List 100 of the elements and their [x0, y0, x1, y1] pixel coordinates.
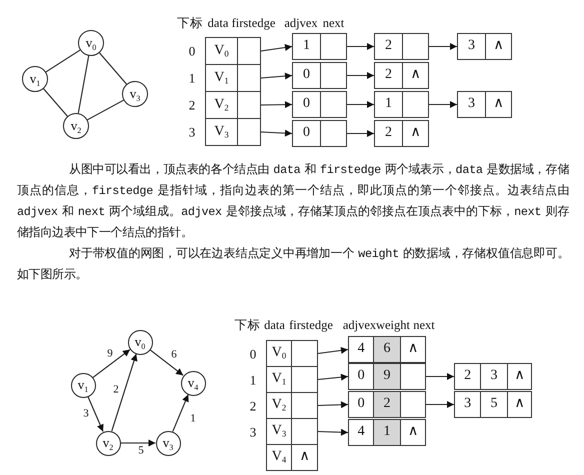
- vertex-circle: v$_{1}$: [70, 372, 96, 398]
- arrow: [318, 346, 348, 354]
- vertex-row: [205, 118, 261, 146]
- pointer-cell: ∧: [484, 34, 511, 59]
- arrow: [260, 130, 292, 137]
- arrow: [172, 394, 189, 432]
- column-header: weight: [376, 318, 410, 332]
- edge-label: 3: [82, 408, 90, 420]
- list-node: [457, 91, 512, 118]
- row-index: 0: [188, 44, 196, 58]
- index-cell-text: 2: [384, 124, 393, 142]
- vertex-circle: v$_{2}$: [96, 430, 120, 456]
- index-cell-text: 0: [356, 367, 366, 385]
- pointer-cell: ∧: [400, 337, 425, 362]
- arrow: [150, 349, 184, 376]
- weight-cell: 3: [480, 364, 507, 389]
- column-header: firstedge: [232, 16, 276, 30]
- data-cell-text: V$_{3}$: [213, 123, 230, 142]
- edge-line: [43, 88, 68, 117]
- vertex-row: [266, 392, 318, 419]
- list-node: [374, 120, 429, 147]
- index-cell-text: 0: [356, 395, 366, 413]
- list-node: [457, 33, 512, 60]
- arrow: [347, 43, 374, 50]
- edge-line: [46, 50, 80, 72]
- row-index: 2: [250, 399, 256, 412]
- index-cell-text: 4: [356, 423, 366, 441]
- list-node: [454, 391, 532, 418]
- vertex-circle: v$_{3}$: [122, 81, 148, 107]
- column-header: data: [208, 16, 228, 30]
- list-node: [348, 419, 426, 446]
- index-cell-text: 2: [384, 37, 393, 55]
- vertex-row: [266, 444, 318, 471]
- pointer-cell: ∧: [506, 392, 531, 417]
- data-cell-text: V$_{0}$: [270, 344, 288, 363]
- index-cell-text: 1: [384, 95, 393, 113]
- column-header: next: [413, 318, 435, 332]
- weight-cell: 5: [480, 392, 507, 417]
- index-cell-text: 2: [463, 367, 472, 385]
- data-cell-text: V$_{1}$: [213, 69, 230, 88]
- arrow: [111, 354, 138, 432]
- edge-line: [87, 100, 124, 120]
- column-header: adjvex: [342, 318, 376, 332]
- vertex-circle: v$_{3}$: [156, 430, 180, 456]
- data-cell-text: V$_{4}$: [270, 448, 288, 467]
- arrow: [347, 101, 374, 108]
- arrow: [429, 43, 457, 50]
- index-cell-text: 1: [302, 37, 311, 55]
- data-cell-text: V$_{0}$: [213, 42, 230, 61]
- list-node: [374, 62, 429, 89]
- paragraph: 从图中可以看出，顶点表的各个结点由 data 和 firstedge 两个域表示，data 是数据域，存储顶点的信息，firstedge 是指针域，指向边表的第一个结点，即此顶点的第一个邻接点。边表结点由 adjvex 和 next 两个域组成。adjvex 是邻接点域，存储某顶点的邻接点在顶点表中的下标，next 则存储指向边表中下一个结点的指针。: [17, 162, 569, 242]
- list-node: [374, 91, 429, 118]
- paragraph: 对于带权值的网图，可以在边表结点定义中再增加一个 weight 的数据域，存储权值信息即可。如下图所示。: [17, 246, 569, 284]
- row-index: 1: [188, 72, 196, 84]
- list-node: [292, 120, 347, 147]
- data-cell-text: V$_{1}$: [270, 370, 288, 389]
- index-cell-text: 0: [302, 124, 311, 142]
- arrow: [347, 130, 374, 137]
- arrow: [87, 396, 104, 432]
- edge-line: [78, 56, 90, 114]
- column-header: 下标: [177, 16, 203, 30]
- index-cell-text: 3: [463, 395, 472, 413]
- list-node: [348, 391, 426, 418]
- weight-cell: 6: [373, 337, 400, 362]
- column-header: firstedge: [289, 318, 333, 332]
- index-cell-text: 3: [466, 37, 476, 55]
- weight-cell: 2: [373, 392, 400, 417]
- weight-cell: 9: [373, 364, 400, 389]
- vertex-row: [205, 37, 261, 65]
- pointer-cell: ∧: [291, 445, 317, 470]
- vertex-circle: v$_{4}$: [180, 370, 206, 396]
- pointer-cell: ∧: [402, 63, 428, 88]
- list-node: [292, 62, 347, 89]
- vertex-circle: v$_{2}$: [63, 113, 89, 139]
- arrow: [426, 373, 454, 380]
- vertex-row: [266, 340, 318, 367]
- edge-line: [99, 52, 127, 85]
- index-cell-text: 0: [302, 95, 311, 113]
- list-node: [292, 91, 347, 118]
- vertex-circle: v$_{0}$: [78, 30, 104, 56]
- pointer-cell: ∧: [506, 364, 531, 389]
- edge-label: 2: [112, 384, 120, 396]
- column-header: adjvex: [284, 16, 318, 30]
- index-cell-text: 0: [302, 66, 311, 84]
- arrow: [429, 101, 457, 108]
- list-node: [348, 336, 426, 363]
- edge-label: 1: [189, 414, 197, 424]
- arrow: [261, 101, 292, 108]
- list-node: [292, 33, 347, 60]
- arrow: [318, 428, 348, 436]
- arrow: [347, 72, 374, 79]
- arrow: [318, 401, 348, 408]
- vertex-row: [205, 64, 261, 92]
- data-cell-text: V$_{3}$: [270, 422, 288, 441]
- pointer-cell: ∧: [400, 420, 425, 445]
- list-node: [374, 33, 429, 60]
- vertex-circle: v$_{1}$: [22, 66, 48, 92]
- arrow: [120, 440, 156, 446]
- arrow: [426, 401, 454, 408]
- pointer-cell: ∧: [402, 121, 428, 146]
